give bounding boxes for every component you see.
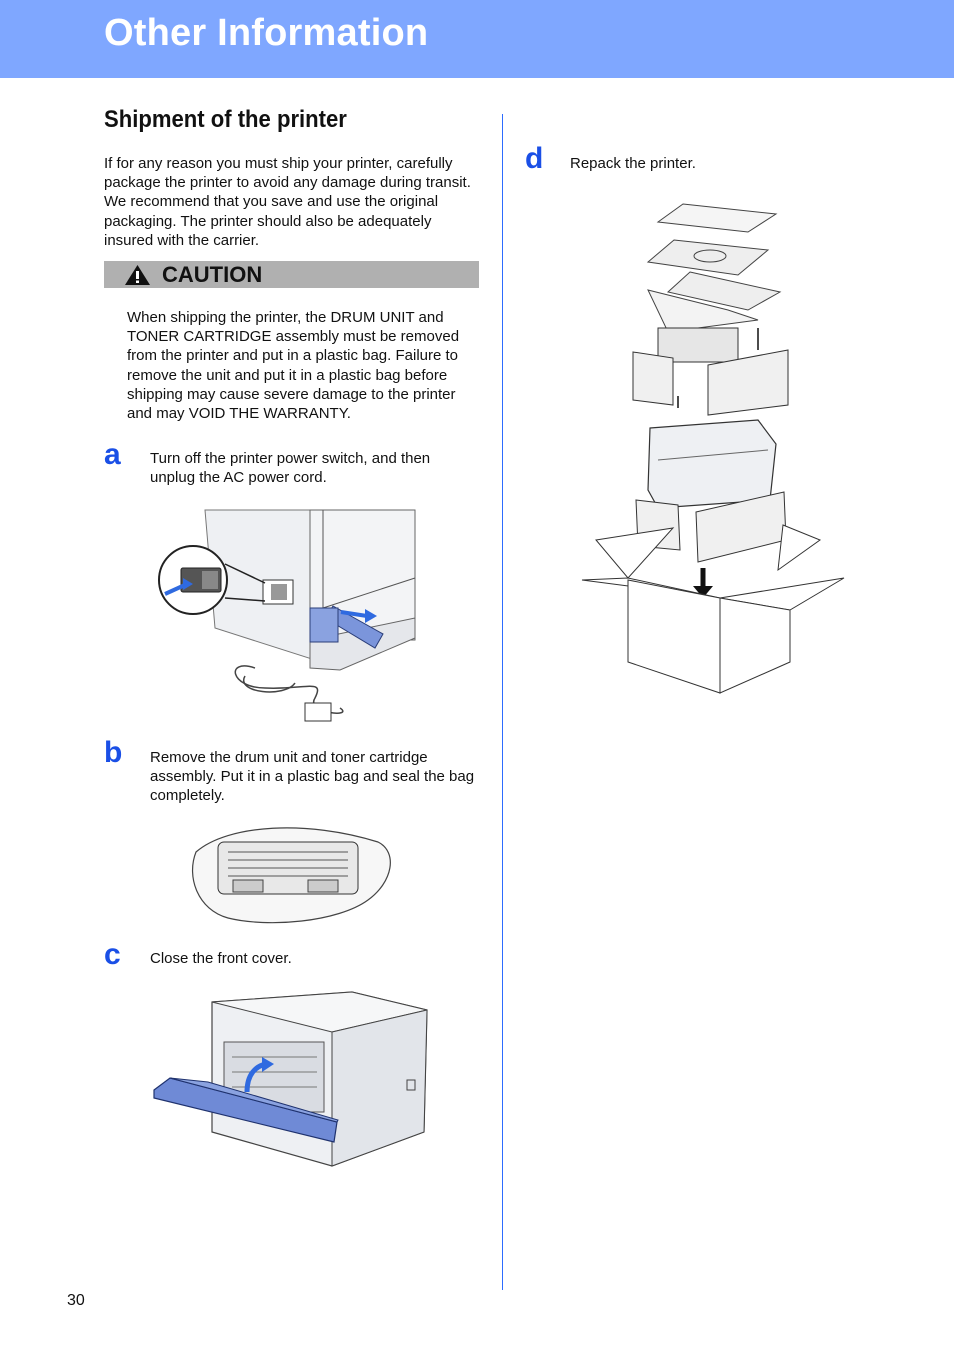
repack-exploded-illustration: [581, 203, 845, 694]
power-switch-illustration: [158, 509, 416, 722]
step-letter-d: d: [525, 142, 544, 175]
drum-unit-bag-illustration: [192, 827, 391, 924]
step-text-c: Close the front cover.: [150, 950, 292, 967]
header-band: Other Information: [0, 0, 954, 78]
step-letter-b: b: [104, 736, 123, 769]
step-letter-c: c: [104, 938, 121, 971]
page-number: 30: [67, 1292, 85, 1309]
step-text-a: Turn off the printer power switch, and t…: [150, 450, 431, 487]
step-text-b: Remove the drum unit and toner cartridge…: [150, 749, 475, 805]
warning-triangle-icon: [125, 265, 150, 285]
page-title: Other Information: [104, 12, 429, 54]
step-text-d: Repack the printer.: [570, 155, 696, 172]
caution-bar: CAUTION: [104, 261, 479, 288]
section-title: Shipment of the printer: [104, 106, 347, 133]
step-letter-a: a: [104, 438, 121, 471]
intro-paragraph: If for any reason you must ship your pri…: [104, 155, 471, 249]
caution-text: When shipping the printer, the DRUM UNIT…: [127, 309, 460, 423]
front-cover-illustration: [153, 991, 428, 1167]
column-divider: [502, 114, 503, 1290]
caution-label: CAUTION: [162, 262, 263, 287]
